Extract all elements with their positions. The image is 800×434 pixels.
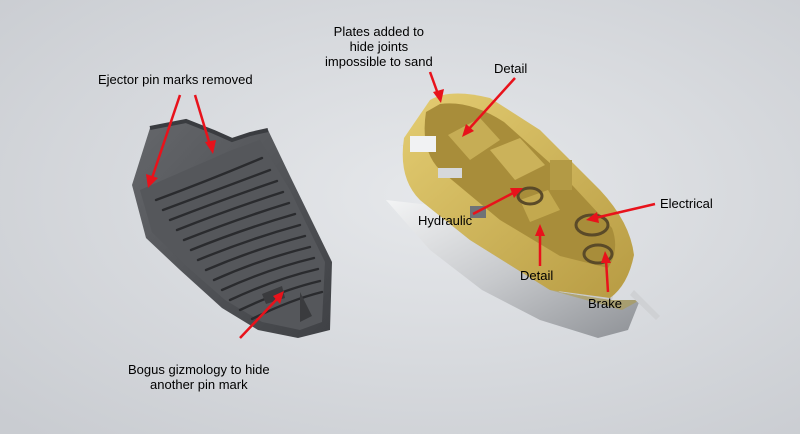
label-plates-added: Plates added to hide joints impossible t… [325,24,433,69]
label-bogus-gizmology: Bogus gizmology to hide another pin mark [128,362,270,392]
label-brake: Brake [588,296,622,311]
annotation-arrows [146,71,656,339]
label-detail-bottom: Detail [520,268,554,283]
grey-cowling-part [132,118,332,338]
nose-gear-bay-part [386,93,660,338]
label-ejector-pin-marks: Ejector pin marks removed [98,72,253,87]
label-hydraulic: Hydraulic [418,213,473,228]
label-electrical: Electrical [660,196,713,211]
label-detail-top: Detail [494,61,528,76]
